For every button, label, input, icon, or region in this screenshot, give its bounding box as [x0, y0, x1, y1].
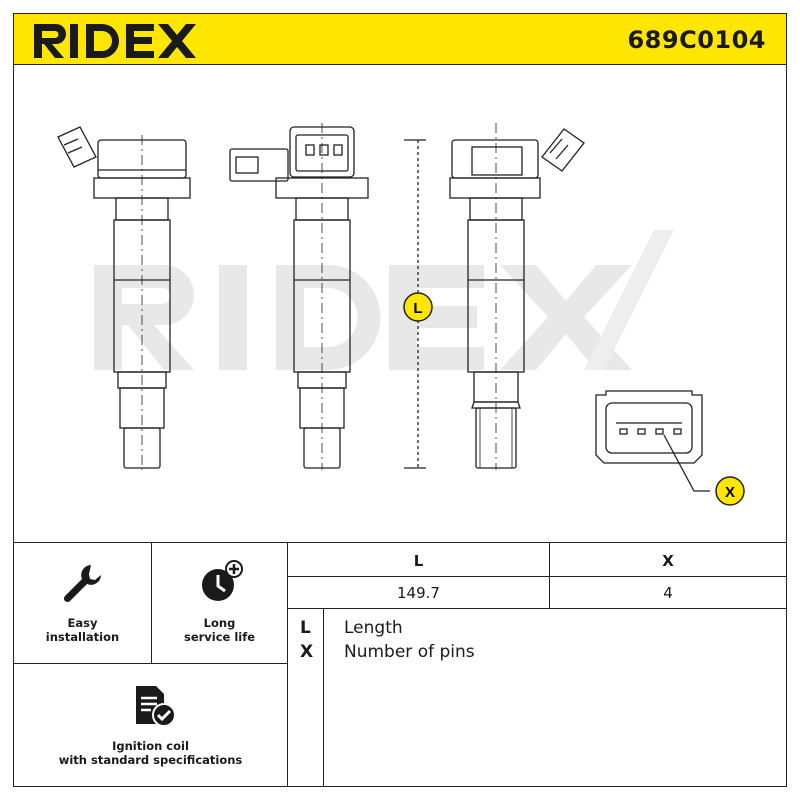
feature-standard-specifications: Ignition coil with standard specificatio… — [14, 664, 288, 786]
wrench-icon — [63, 565, 101, 603]
value-length: 149.7 — [397, 584, 440, 602]
svg-text:L: L — [413, 300, 422, 317]
legend-divider — [323, 608, 324, 786]
column-header-pins: X — [662, 552, 674, 570]
coil-view-side — [229, 123, 369, 470]
connector-detail — [595, 390, 710, 492]
svg-text:X: X — [725, 484, 735, 501]
legend-text-pins: Number of pins — [344, 642, 475, 662]
info-panel: Easy installation Long service life Igni… — [13, 542, 787, 787]
ridex-watermark — [94, 265, 632, 370]
coil-view-rear — [449, 123, 585, 470]
coil-view-front — [57, 126, 191, 470]
part-number: 689C0104 — [627, 26, 766, 54]
table-divider — [288, 608, 786, 609]
legend-code-pins: X — [300, 642, 314, 662]
document-check-icon — [136, 686, 176, 727]
feature-label-line2: service life — [183, 630, 256, 644]
feature-label-line2: installation — [45, 630, 120, 644]
technical-drawing: L X — [13, 65, 787, 542]
feature-easy-installation: Easy installation — [14, 543, 152, 664]
length-marker: L — [403, 292, 433, 322]
legend-text-length: Length — [344, 618, 403, 638]
legend-code-length: L — [300, 618, 311, 638]
table-divider — [549, 543, 550, 608]
ridex-logo — [34, 24, 196, 58]
pins-marker: X — [715, 476, 745, 506]
clock-plus-icon — [202, 560, 243, 601]
ignition-coil-drawing: L X — [57, 123, 745, 506]
value-pins: 4 — [663, 584, 673, 602]
feature-long-service-life: Long service life — [152, 543, 288, 664]
feature-label-line1: Long — [203, 616, 236, 630]
header-bar: 689C0104 — [13, 13, 787, 65]
feature-label-line1: Ignition coil — [112, 739, 189, 753]
feature-label-line1: Easy — [67, 616, 98, 630]
feature-label-line2: with standard specifications — [58, 753, 243, 767]
column-header-length: L — [413, 552, 424, 570]
table-divider — [288, 576, 786, 577]
